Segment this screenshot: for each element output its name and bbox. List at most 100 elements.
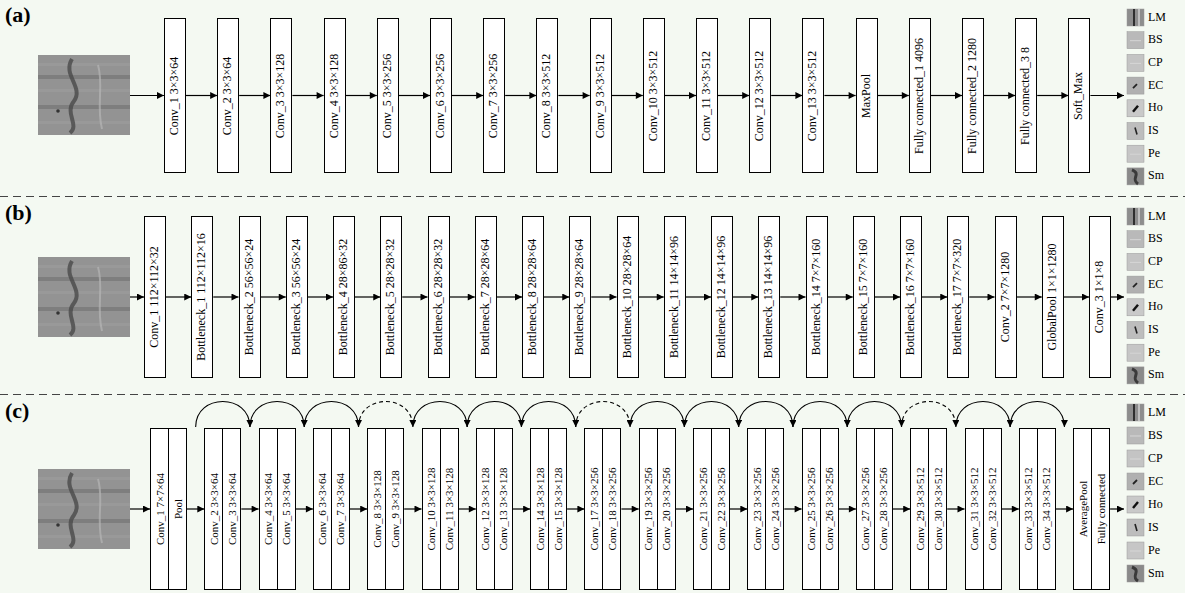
layer-box: Conv_20 3×3×256 — [657, 428, 676, 590]
layer-label: Conv_10 3×3×128 — [425, 468, 438, 551]
layer-box: Conv_28 3×3×256 — [874, 428, 893, 590]
layer-box: Bottleneck_1 112×112×16 — [191, 216, 213, 378]
flow-arrow — [922, 296, 947, 297]
layer-box: Bottleneck_12 14×14×96 — [711, 216, 733, 378]
output-arrow — [1111, 296, 1124, 297]
layer-box: Conv_15 3×3×128 — [548, 428, 567, 590]
class-label: Sm — [1148, 566, 1164, 580]
flow-arrow — [350, 508, 367, 509]
layer-box: Conv_12 3×3×512 — [749, 18, 771, 173]
layer-label: Conv_9 3×3×512 — [594, 53, 608, 138]
layer-box: Conv_1 7×7×64 — [150, 428, 169, 590]
layer-box: Conv_33 3×3×512 — [1019, 428, 1038, 590]
class-thumbnail — [1127, 299, 1144, 316]
layer-label: Conv_2 3×3×64 — [207, 473, 220, 545]
layer-label: Conv_3 3×3×128 — [274, 53, 288, 138]
layer-box: Bottleneck_6 28×28×32 — [428, 216, 450, 378]
layer-box: Bottleneck_17 7×7×320 — [947, 216, 969, 378]
layer-box: Bottleneck_11 14×14×96 — [664, 216, 686, 378]
layer-box: Bottleneck_9 28×28×64 — [569, 216, 591, 378]
flow-arrow — [591, 296, 616, 297]
skip-connection — [630, 402, 684, 428]
class-thumbnail — [1127, 208, 1144, 225]
class-thumbnail — [1127, 253, 1144, 270]
flow-arrow — [213, 296, 238, 297]
layer-label: Bottleneck_11 14×14×96 — [668, 236, 682, 358]
flow-arrow — [186, 95, 217, 96]
input-image — [38, 469, 130, 549]
layer-label: Conv_30 3×3×512 — [931, 468, 944, 551]
layer-label: Conv_14 3×3×128 — [533, 468, 546, 551]
skip-connection — [793, 402, 847, 428]
layer-box: Conv_32 3×3×512 — [983, 428, 1002, 590]
layer-label: Conv_29 3×3×512 — [913, 468, 926, 551]
skip-connection — [684, 402, 738, 428]
layer-box: Fully connected_2 1280 — [962, 18, 984, 173]
flow-arrow — [308, 296, 333, 297]
flow-arrow — [505, 95, 536, 96]
layer-box: Conv_3 3×3×64 — [222, 428, 241, 590]
skip-connection — [956, 402, 1010, 428]
layer-box: Conv_9 3×3×512 — [590, 18, 612, 173]
class-thumbnail — [1127, 542, 1144, 559]
layer-box: Bottleneck_7 28×28×64 — [475, 216, 497, 378]
input-image — [38, 257, 130, 337]
layer-label: Conv_3 1×1×8 — [1093, 261, 1107, 334]
class-thumbnail — [1127, 450, 1144, 467]
flow-arrow — [878, 95, 909, 96]
layer-label: Conv_11 3×3×512 — [700, 50, 714, 140]
layer-box: Conv_11 3×3×512 — [696, 18, 718, 173]
layer-label: Conv_1 3×3×64 — [168, 56, 182, 135]
layer-box: Bottleneck_4 28×86×32 — [333, 216, 355, 378]
flow-arrow — [399, 95, 430, 96]
class-label: Sm — [1148, 367, 1164, 381]
skip-connection — [739, 402, 793, 428]
panel-separator — [0, 394, 1185, 395]
class-thumbnail — [1127, 322, 1144, 339]
flow-arrow — [459, 508, 476, 509]
skip-connection — [359, 402, 413, 428]
layer-label: Bottleneck_15 7×7×160 — [857, 239, 871, 356]
input-image — [38, 257, 130, 337]
flow-arrow — [730, 508, 747, 509]
layer-label: Fully connected_3 8 — [1019, 47, 1033, 145]
layer-label: Conv_5 3×3×64 — [280, 473, 293, 545]
input-arrow — [130, 508, 150, 509]
flow-arrow — [676, 508, 693, 509]
layer-label: Conv_28 3×3×256 — [877, 468, 890, 551]
layer-box: Conv_6 3×3×64 — [313, 428, 332, 590]
panel-separator — [0, 196, 1185, 197]
flow-arrow — [567, 508, 584, 509]
flow-arrow — [1017, 296, 1042, 297]
input-image — [38, 55, 130, 135]
skip-connection — [521, 402, 575, 428]
input-image — [38, 55, 130, 135]
flow-arrow — [824, 95, 855, 96]
class-thumbnail — [1127, 168, 1144, 185]
flow-arrow — [513, 508, 530, 509]
layer-label: Bottleneck_5 28×28×32 — [384, 239, 398, 356]
layer-box: Conv_2 3×3×64 — [204, 428, 223, 590]
flow-arrow — [346, 95, 377, 96]
layer-label: Conv_11 3×3×128 — [443, 468, 456, 551]
layer-label: Bottleneck_7 28×28×64 — [479, 239, 493, 356]
layer-label: Conv_6 3×3×256 — [434, 53, 448, 138]
layer-label: Conv_4 3×3×64 — [262, 473, 275, 545]
class-thumbnail — [1127, 496, 1144, 513]
class-label: Ho — [1148, 100, 1163, 114]
output-arrow — [1110, 508, 1124, 509]
class-thumbnail — [1127, 100, 1144, 117]
layer-label: Conv_8 3×3×512 — [540, 53, 554, 138]
class-thumbnail — [1127, 77, 1144, 94]
flow-arrow — [612, 95, 643, 96]
class-thumbnail — [1127, 367, 1144, 384]
layer-label: Fully connected — [1094, 474, 1107, 545]
layer-label: Conv_3 3×3×64 — [225, 473, 238, 545]
flow-arrow — [639, 296, 664, 297]
class-label: EC — [1148, 277, 1163, 291]
layer-label: Conv_34 3×3×512 — [1040, 468, 1053, 551]
layer-box: Conv_13 3×3×512 — [802, 18, 824, 173]
layer-label: AveragePool — [1076, 481, 1089, 538]
layer-label: Fully connected_2 1280 — [966, 38, 980, 154]
layer-box: Conv_7 3×3×256 — [483, 18, 505, 173]
